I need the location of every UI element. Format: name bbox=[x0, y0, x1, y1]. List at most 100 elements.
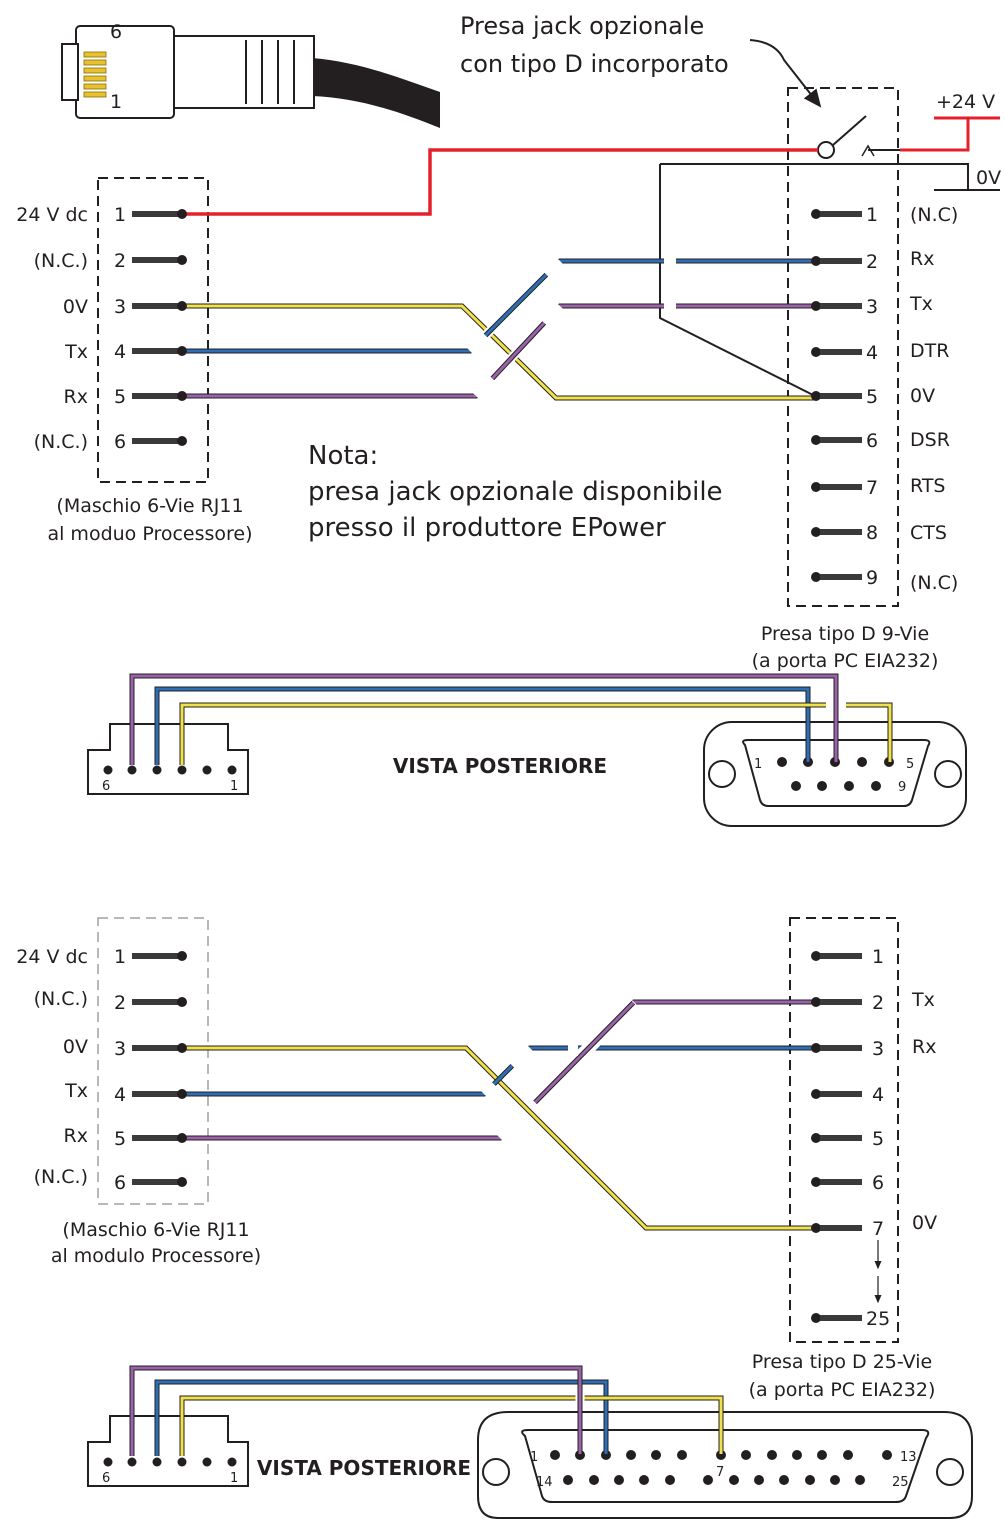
rj11-top-signal-label: Rx bbox=[64, 386, 88, 408]
d9-signal-label: Rx bbox=[910, 248, 934, 270]
d25-face-label: 7 bbox=[716, 1465, 724, 1480]
d9-pin-row bbox=[811, 527, 862, 537]
d9-pin-number: 7 bbox=[866, 477, 878, 499]
rj11-bottom-signal-label: 0V bbox=[63, 1036, 88, 1058]
supply-0v-lead bbox=[660, 163, 969, 190]
wire-supply-red bbox=[182, 148, 818, 216]
d25-pin-row bbox=[811, 1089, 862, 1099]
d25-pin-number: 5 bbox=[872, 1128, 884, 1150]
d9-pin-row bbox=[811, 256, 862, 266]
d25-pin-number: 4 bbox=[872, 1084, 884, 1106]
rj11-top-signal-label: (N.C.) bbox=[34, 431, 88, 453]
rj11-bottom-caption-1: (Maschio 6-Vie RJ11 bbox=[62, 1219, 249, 1241]
rj11-top-pin-number: 5 bbox=[114, 386, 126, 408]
d9-face-label: 1 bbox=[754, 757, 762, 772]
rj11-bottom-signal-label: 24 V dc bbox=[16, 946, 88, 968]
d25-pin-number: 1 bbox=[872, 946, 884, 968]
d25-face-label: 1 bbox=[530, 1450, 538, 1465]
rear-view-d25: 6 1 1 13 14 25 7 bbox=[87, 1365, 973, 1519]
rj11-bottom-pin-row bbox=[132, 1043, 187, 1053]
rj11-top-pin-row bbox=[132, 391, 187, 401]
rj11-bottom-pin-row bbox=[132, 997, 187, 1007]
d9-signal-label: Tx bbox=[909, 293, 933, 315]
rj11-bottom-labels: 24 V dc (N.C.) 0V Tx Rx (N.C.) 1 2 3 4 5… bbox=[16, 946, 261, 1267]
rj11-top-signal-label: 0V bbox=[63, 296, 88, 318]
d25-labels: 1 2 3 4 5 6 7 25 Tx Rx 0V Presa tipo D 2… bbox=[749, 946, 937, 1401]
d9-labels: 1 2 3 4 5 6 7 8 9 (N.C) Rx Tx DTR 0V DSR… bbox=[752, 204, 959, 672]
rj11-bottom-pin-row bbox=[132, 951, 187, 961]
d25-pin-row bbox=[811, 1133, 862, 1143]
rj11-bottom-pin-row bbox=[132, 1133, 187, 1143]
d25-face-label: 13 bbox=[900, 1450, 917, 1465]
d25-face-label: 25 bbox=[892, 1475, 909, 1490]
d9-caption-2: (a porta PC EIA232) bbox=[752, 650, 939, 672]
rj11-bottom-signal-label: Rx bbox=[64, 1125, 88, 1147]
rj11-bottom-pin-number: 6 bbox=[114, 1172, 126, 1194]
jack-switch bbox=[817, 115, 900, 159]
d9-signal-label: RTS bbox=[910, 475, 946, 497]
d9-signal-label: (N.C) bbox=[910, 572, 958, 594]
rj11-top-pin-number: 2 bbox=[114, 250, 126, 272]
d25-pin-number: 25 bbox=[866, 1308, 890, 1330]
d9-pin-row bbox=[811, 482, 862, 492]
d9-pin-number: 6 bbox=[866, 430, 878, 452]
rj11-rear-end-label: 1 bbox=[230, 779, 238, 794]
d9-pin-number: 5 bbox=[866, 386, 878, 408]
rj11-bottom-signal-label: Tx bbox=[64, 1080, 88, 1102]
d25-signal-label: Tx bbox=[911, 989, 935, 1011]
zero-volt-return bbox=[659, 164, 816, 397]
d9-pin-number: 4 bbox=[866, 342, 878, 364]
rj11-bottom-pin-number: 3 bbox=[114, 1038, 126, 1060]
d9-caption-1: Presa tipo D 9-Vie bbox=[761, 623, 929, 645]
rj11-top-pin-number: 4 bbox=[114, 341, 126, 363]
d9-pins bbox=[811, 209, 862, 582]
d9-pin-row bbox=[811, 572, 862, 582]
rj11-top-caption-2: al moduo Processore) bbox=[47, 523, 252, 545]
rj11-top-signal-label: Tx bbox=[64, 341, 88, 363]
d9-pin-number: 9 bbox=[866, 567, 878, 589]
rj11-top-pin-number: 1 bbox=[114, 204, 126, 226]
d25-pin-row bbox=[811, 1313, 862, 1323]
rj11-rear-end-label: 6 bbox=[102, 1471, 110, 1486]
rj11-bottom-pins bbox=[132, 951, 187, 1187]
d9-signal-label: (N.C) bbox=[910, 204, 958, 226]
rj11-bottom-pin-row bbox=[132, 1177, 187, 1187]
d9-pin-number: 2 bbox=[866, 251, 878, 273]
d25-signal-label: Rx bbox=[912, 1036, 936, 1058]
rj11-top-caption-1: (Maschio 6-Vie RJ11 bbox=[56, 495, 243, 517]
d9-pin-number: 3 bbox=[866, 296, 878, 318]
rj11-bottom-outline bbox=[97, 917, 209, 1205]
d9-pin-number: 1 bbox=[866, 204, 878, 226]
rear-view-d9: 6 1 1 5 9 bbox=[87, 673, 967, 827]
d9-pin-row bbox=[811, 209, 862, 219]
bottom-wiring bbox=[182, 997, 816, 1231]
d9-connector-outline bbox=[787, 87, 899, 607]
d9-face-label: 9 bbox=[898, 780, 906, 795]
rj11-top-pin-row bbox=[132, 436, 187, 446]
rj11-top-pin-row bbox=[132, 301, 187, 311]
d25-face-label: 14 bbox=[536, 1475, 553, 1490]
d25-signal-label: 0V bbox=[912, 1212, 937, 1234]
d25-pin-row bbox=[811, 1177, 862, 1187]
top-wiring bbox=[182, 148, 818, 401]
d9-pin-row bbox=[811, 347, 862, 357]
d25-pin-number: 2 bbox=[872, 992, 884, 1014]
plug-pin-label-bottom: 1 bbox=[110, 91, 122, 113]
rj11-top-signal-label: 24 V dc bbox=[16, 204, 88, 226]
rear-view-title-top: VISTA POSTERIORE bbox=[393, 754, 607, 778]
d9-signal-label: DTR bbox=[910, 340, 949, 362]
d25-pin-number: 6 bbox=[872, 1172, 884, 1194]
rj11-top-pins bbox=[132, 209, 187, 446]
rj11-top-outline bbox=[97, 177, 209, 483]
rj11-rear-end-label: 1 bbox=[230, 1471, 238, 1486]
supply-zero-label: 0V bbox=[976, 167, 1001, 189]
nota-line-2: presa jack opzionale disponibile bbox=[308, 477, 723, 507]
rj11-bottom-pin-number: 1 bbox=[114, 946, 126, 968]
rj11-rear-end-label: 6 bbox=[102, 779, 110, 794]
rj11-plug-illustration: 6 1 bbox=[61, 21, 440, 128]
rj11-bottom-pin-row bbox=[132, 1089, 187, 1099]
d25-caption-2: (a porta PC EIA232) bbox=[749, 1379, 936, 1401]
nota-line-1: Nota: bbox=[308, 441, 378, 471]
d9-pin-number: 8 bbox=[866, 522, 878, 544]
